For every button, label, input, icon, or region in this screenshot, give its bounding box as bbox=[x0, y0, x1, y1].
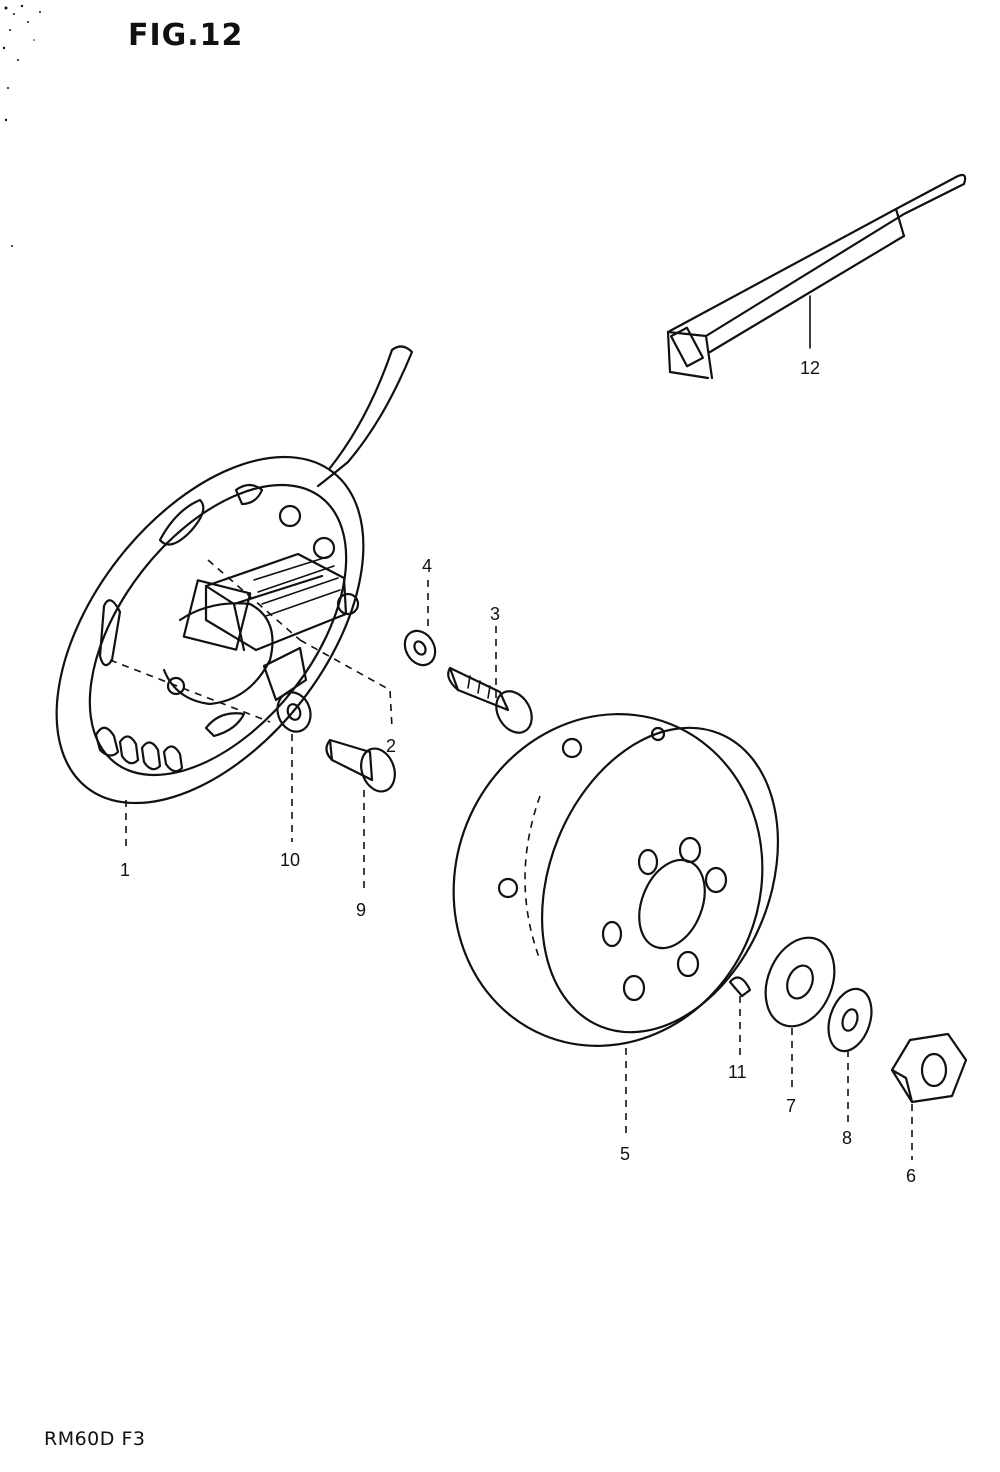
part-9-screw bbox=[325, 738, 396, 793]
callout-10: 10 bbox=[280, 850, 300, 870]
part-3-screw bbox=[447, 666, 533, 734]
callout-1: 1 bbox=[120, 860, 130, 880]
part-5-flywheel-rotor bbox=[452, 713, 780, 1047]
callout-6: 6 bbox=[906, 1166, 916, 1186]
part-1-stator-plate bbox=[55, 345, 414, 805]
part-10-washer bbox=[276, 691, 312, 733]
scan-noise bbox=[2, 4, 41, 247]
model-code: RM60D F3 bbox=[44, 1428, 146, 1450]
leader-lines bbox=[109, 295, 913, 1160]
callout-11: 11 bbox=[728, 1062, 747, 1082]
callout-9: 9 bbox=[356, 900, 366, 920]
callout-5: 5 bbox=[620, 1144, 630, 1164]
callout-4: 4 bbox=[422, 556, 432, 576]
part-11-key bbox=[728, 976, 752, 998]
figure-title: FIG.12 bbox=[128, 18, 244, 53]
callout-8: 8 bbox=[842, 1128, 852, 1148]
part-6-nut bbox=[890, 1032, 968, 1104]
part-12-cable-strap bbox=[666, 173, 967, 380]
callout-12: 12 bbox=[800, 358, 820, 378]
part-8-lock-washer bbox=[827, 987, 873, 1053]
part-4-lock-washer bbox=[403, 629, 437, 667]
callout-7: 7 bbox=[786, 1096, 796, 1116]
callout-2: 2 bbox=[386, 736, 396, 756]
part-7-washer bbox=[764, 936, 836, 1028]
callout-3: 3 bbox=[490, 604, 500, 624]
